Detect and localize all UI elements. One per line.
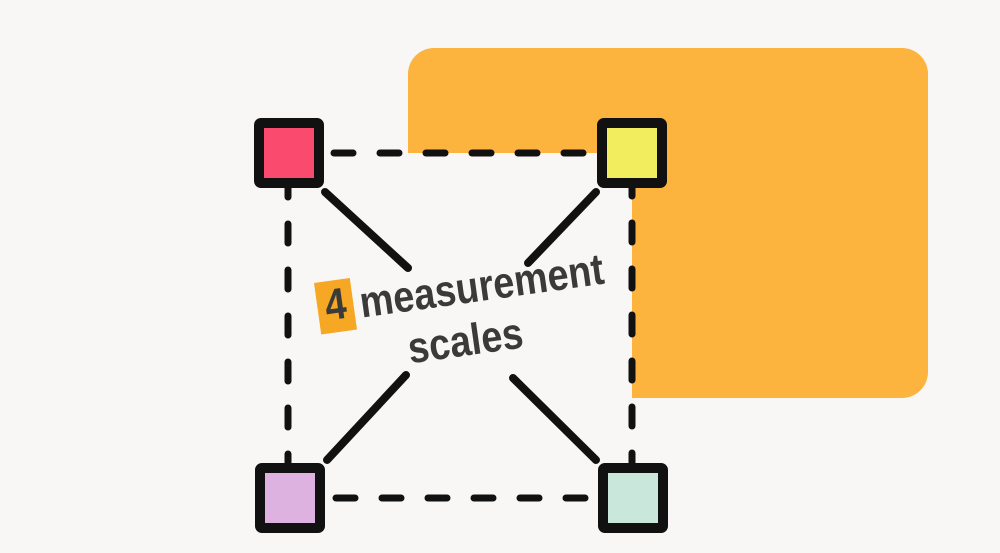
diagonal-line-top-right	[524, 188, 600, 267]
node-square-yellow	[597, 118, 667, 188]
node-square-purple	[255, 463, 325, 533]
diagonal-line-bottom-left	[323, 371, 410, 464]
node-square-mint	[598, 463, 668, 533]
diagonal-line-top-left	[321, 188, 412, 272]
node-square-pink	[254, 118, 324, 188]
diagonal-line-bottom-right	[509, 374, 600, 464]
highlighted-number: 4	[314, 277, 358, 335]
